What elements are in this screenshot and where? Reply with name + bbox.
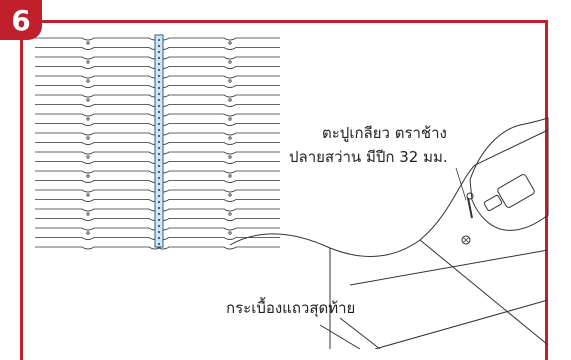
ridge-dot xyxy=(157,152,161,156)
ridge-dot xyxy=(157,56,161,60)
tile-nail-mark xyxy=(86,79,90,83)
roof-tile-profile xyxy=(229,129,549,257)
ridge-dot xyxy=(157,200,161,204)
ridge-dot xyxy=(157,44,161,48)
tile-nail-mark xyxy=(228,60,232,64)
ridge-dot xyxy=(157,68,161,72)
tile-nail-mark xyxy=(228,212,232,216)
ridge-dot xyxy=(157,38,161,42)
leader-line xyxy=(455,167,467,201)
ridge-dot xyxy=(157,128,161,132)
ridge-dot xyxy=(157,86,161,90)
ridge-dot xyxy=(157,164,161,168)
tile-nail-mark xyxy=(228,79,232,83)
ridge-dot xyxy=(157,170,161,174)
tile-nail-mark xyxy=(86,212,90,216)
ridge-dot xyxy=(157,176,161,180)
tile-nail-mark xyxy=(228,41,232,45)
tile-nail-mark xyxy=(86,60,90,64)
ridge-dot xyxy=(157,218,161,222)
last-row-tiles-label: กระเบื้องแถวสุดท้าย xyxy=(226,299,356,317)
ridge-dot xyxy=(157,140,161,144)
ridge-dot xyxy=(157,74,161,78)
screw-label-line2: ปลายสว่าน มีปีก 32 มม. xyxy=(289,148,448,166)
tile-nail-mark xyxy=(86,174,90,178)
ridge-dot xyxy=(157,50,161,54)
step-badge: 6 xyxy=(0,0,42,40)
tile-nail-mark xyxy=(86,98,90,102)
ridge-dot xyxy=(157,110,161,114)
installation-detail xyxy=(229,117,549,349)
tile-nail-mark xyxy=(86,231,90,235)
tile-nail-mark xyxy=(86,41,90,45)
ridge-dot xyxy=(157,134,161,138)
ridge-dot xyxy=(157,224,161,228)
tile-nail-mark xyxy=(228,174,232,178)
roof-installation-diagram xyxy=(35,34,549,349)
step-number: 6 xyxy=(11,3,31,37)
ridge-dot xyxy=(157,236,161,240)
step-frame xyxy=(20,20,548,360)
ridge-dot xyxy=(157,116,161,120)
ridge-dot xyxy=(157,104,161,108)
ridge-dot xyxy=(157,188,161,192)
ridge-dot xyxy=(157,158,161,162)
tile-nail-mark xyxy=(86,117,90,121)
ridge-fasteners xyxy=(157,38,161,246)
tile-nail-mark xyxy=(86,155,90,159)
tile-nail-mark xyxy=(228,117,232,121)
tile-nail-mark xyxy=(86,193,90,197)
drill-chuck xyxy=(483,194,503,212)
tile-nail-mark xyxy=(228,98,232,102)
ridge-dot xyxy=(157,122,161,126)
ridge-dot xyxy=(157,206,161,210)
tile-edge-line xyxy=(419,239,549,346)
ridge-dot xyxy=(157,230,161,234)
ridge-dot xyxy=(157,242,161,246)
ridge-dot xyxy=(157,80,161,84)
drill-body xyxy=(497,174,535,208)
screw-icon xyxy=(461,192,474,245)
drill-hand xyxy=(469,117,549,231)
tile-nail-mark xyxy=(86,136,90,140)
ridge-dot xyxy=(157,212,161,216)
ridge-dot xyxy=(157,194,161,198)
ridge-dot xyxy=(157,92,161,96)
ridge-dot xyxy=(157,62,161,66)
tile-layout-grid xyxy=(35,34,280,250)
tile-nail-mark xyxy=(228,231,232,235)
screw-label-line1: ตะปูเกลียว ตราช้าง xyxy=(322,124,447,142)
ridge-dot xyxy=(157,98,161,102)
tile-nail-mark xyxy=(228,155,232,159)
tile-nail-mark xyxy=(228,136,232,140)
tile-nail-mark xyxy=(228,193,232,197)
ridge-dot xyxy=(157,146,161,150)
ridge-dot xyxy=(157,182,161,186)
